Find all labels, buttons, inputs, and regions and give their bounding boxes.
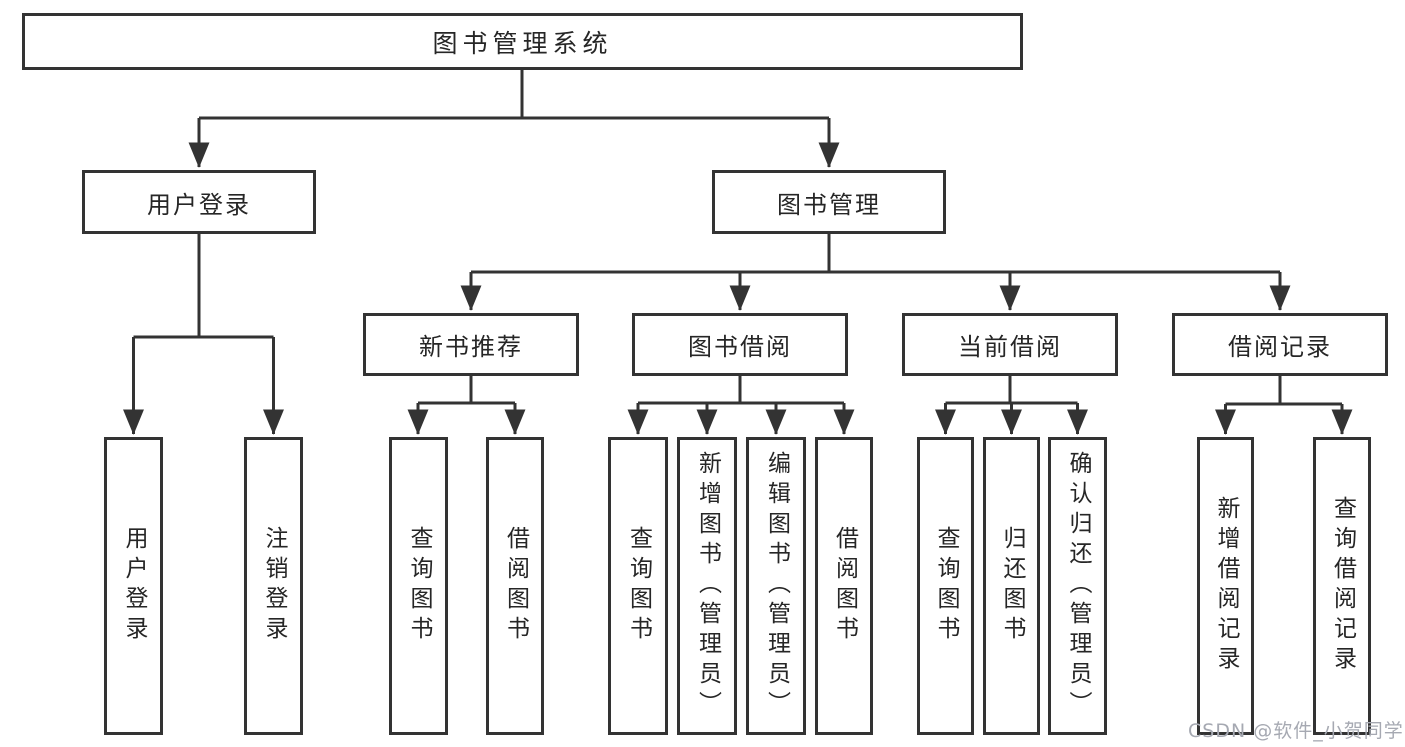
node-borrow-records: 借阅记录: [1172, 313, 1388, 376]
leaf-logout-label: 注销登录: [261, 526, 287, 646]
node-book-borrow: 图书借阅: [632, 313, 848, 376]
node-user-login: 用户登录: [82, 170, 316, 234]
leaf-bb-query-books-label: 查询图书: [625, 526, 652, 646]
leaf-bb-edit-books-label: 编辑图书（管理员）: [763, 451, 790, 721]
node-current-borrow: 当前借阅: [902, 313, 1118, 376]
node-new-books: 新书推荐: [363, 313, 579, 376]
leaf-cb-confirm-return-label: 确认归还（管理员）: [1065, 451, 1091, 721]
leaf-nb-query-books-label: 查询图书: [406, 526, 432, 646]
node-root: 图书管理系统: [22, 13, 1023, 70]
leaf-user-login: 用户登录: [104, 437, 163, 735]
leaf-nb-query-books: 查询图书: [389, 437, 448, 735]
leaf-bb-borrow-books-label: 借阅图书: [831, 526, 858, 646]
leaf-cb-confirm-return: 确认归还（管理员）: [1048, 437, 1107, 735]
leaf-br-add-record: 新增借阅记录: [1197, 437, 1254, 735]
leaf-bb-query-books: 查询图书: [608, 437, 668, 735]
leaf-nb-borrow-books-label: 借阅图书: [502, 526, 529, 646]
watermark: CSDN @软件_小贺同学: [1188, 720, 1404, 742]
leaf-br-query-record: 查询借阅记录: [1313, 437, 1371, 735]
leaf-cb-return-books: 归还图书: [983, 437, 1040, 735]
leaf-bb-borrow-books: 借阅图书: [815, 437, 873, 735]
leaf-bb-add-books: 新增图书（管理员）: [677, 437, 737, 735]
leaf-bb-add-books-label: 新增图书（管理员）: [694, 451, 721, 721]
leaf-cb-return-books-label: 归还图书: [999, 526, 1025, 646]
leaf-nb-borrow-books: 借阅图书: [486, 437, 544, 735]
leaf-logout: 注销登录: [244, 437, 303, 735]
leaf-cb-query-books-label: 查询图书: [933, 526, 959, 646]
leaf-br-query-record-label: 查询借阅记录: [1329, 496, 1356, 676]
node-book-mgmt: 图书管理: [712, 170, 946, 234]
leaf-br-add-record-label: 新增借阅记录: [1213, 496, 1239, 676]
leaf-cb-query-books: 查询图书: [917, 437, 974, 735]
leaf-user-login-label: 用户登录: [121, 526, 147, 646]
leaf-bb-edit-books: 编辑图书（管理员）: [746, 437, 806, 735]
